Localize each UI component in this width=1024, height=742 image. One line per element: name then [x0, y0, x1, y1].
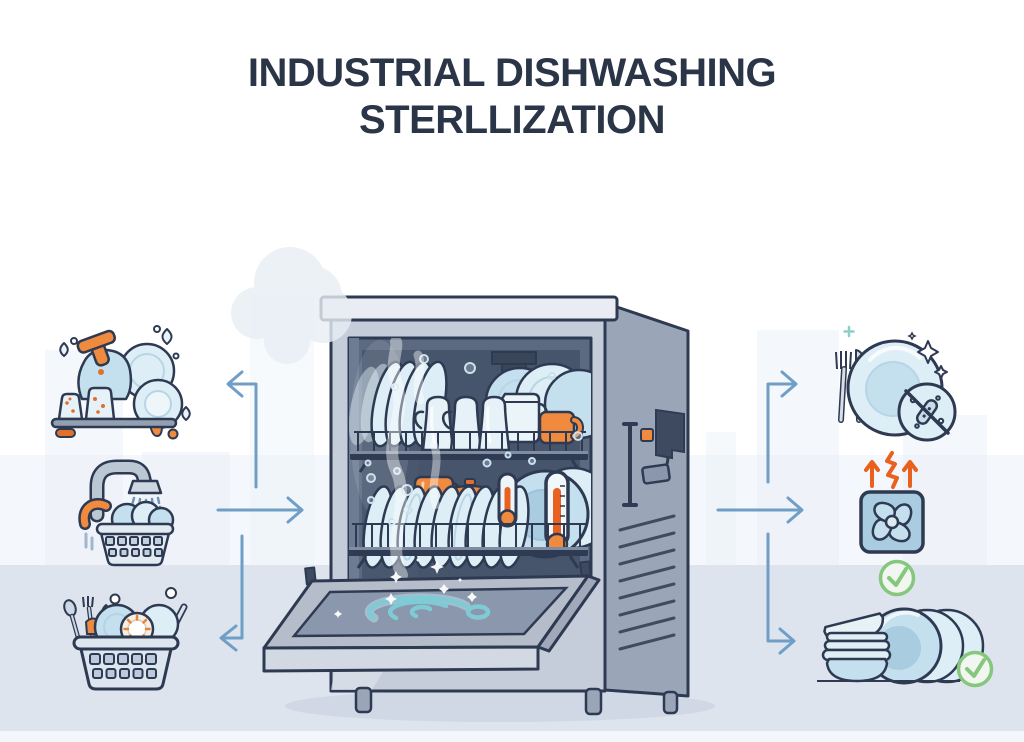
interior-vent	[491, 351, 537, 365]
door-edge	[262, 645, 540, 673]
basket-holes	[105, 536, 163, 557]
steam-cloud	[231, 247, 352, 364]
sparkles	[334, 558, 477, 618]
interior-contents	[349, 338, 591, 584]
fan-icon	[871, 501, 913, 543]
control-plate	[641, 463, 671, 485]
orange-cup	[538, 410, 576, 445]
side-handle	[622, 422, 638, 507]
sparkle-icon	[843, 325, 855, 338]
clean-stacked-dishes-icon	[817, 607, 994, 688]
thermometer-small-icon	[497, 472, 518, 528]
bubble	[109, 593, 121, 605]
arrow-to-sanitized-plate-icon	[766, 370, 798, 484]
heat-squiggle	[885, 451, 899, 489]
top-rack-dishes	[349, 360, 591, 452]
side-vents	[618, 514, 676, 651]
sparkles	[907, 331, 948, 379]
check-badge	[956, 650, 994, 688]
arrow-out-of-dishwasher-right	[716, 496, 804, 524]
rinse-basket-icon	[78, 459, 175, 567]
machine-shadow	[285, 690, 715, 722]
dish-tray	[50, 417, 178, 429]
sanitized-plate-icon	[835, 325, 957, 442]
glass	[449, 395, 483, 452]
basket-holes	[89, 653, 157, 679]
door-tray	[291, 586, 569, 638]
dirty-dishes-icon	[50, 325, 191, 440]
arrow-into-dishwasher-left	[216, 496, 304, 524]
machine-lid	[319, 295, 619, 322]
bubbles	[364, 354, 583, 526]
sauce-splat	[76, 329, 117, 367]
check-badge	[878, 559, 916, 597]
bottom-rack	[349, 523, 588, 569]
steam-wisps	[386, 338, 441, 581]
industrial-dishwasher	[262, 295, 715, 722]
machine-side-panel	[603, 301, 690, 698]
bowl-stack	[821, 612, 892, 683]
heat-arrows	[864, 451, 918, 489]
open-door	[262, 558, 601, 673]
power-button	[640, 428, 654, 442]
hot-air-drying-fan-icon	[859, 451, 925, 597]
drip-lines	[84, 532, 94, 551]
no-bacteria-badge	[897, 382, 957, 442]
loaded-basket-icon	[63, 587, 188, 691]
machine-feet	[354, 686, 679, 716]
dirty-cup-large	[84, 386, 116, 421]
title-line-1: INDUSTRIAL DISHWASHING	[247, 51, 777, 95]
flow-arrows-left	[216, 370, 304, 652]
flow-arrows-right	[716, 370, 804, 655]
title-line-2: STERLLIZATION	[358, 98, 666, 143]
glass	[477, 395, 511, 452]
slash	[904, 389, 950, 435]
arrow-to-loaded-basket-icon	[219, 534, 244, 652]
water-drops	[59, 325, 191, 421]
arrow-to-dirty-dishes-icon	[226, 370, 258, 489]
food-crumb	[167, 428, 179, 440]
fork-icon	[835, 351, 852, 370]
basket-rim	[72, 635, 180, 651]
food-scrap	[55, 428, 76, 438]
water-swirl	[364, 593, 491, 623]
bottom-strip	[0, 731, 1024, 742]
control-box	[655, 408, 685, 460]
bubble	[165, 587, 177, 599]
dirty-cup-small	[57, 392, 84, 421]
shower-head	[127, 479, 163, 495]
arrow-to-clean-stack-icon	[766, 532, 796, 655]
